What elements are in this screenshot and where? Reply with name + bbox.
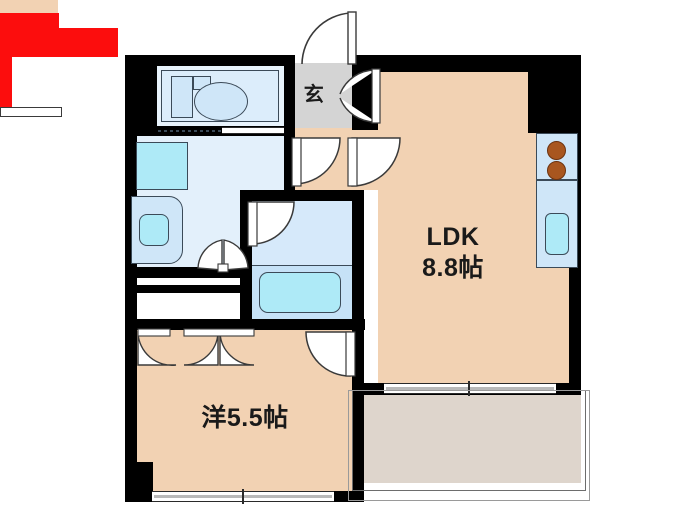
kitchen-sink-basin	[545, 213, 569, 255]
closet-highlight-upper	[0, 13, 59, 28]
wall-bedroom-notch	[125, 462, 153, 502]
bathtub	[259, 272, 341, 313]
wall-ldk-top-void	[378, 55, 528, 72]
front-entry-door-swing[interactable]	[298, 8, 358, 66]
room-floor-ldk	[378, 72, 528, 388]
bedroom-window-center-tick	[242, 489, 244, 504]
toilet-bowl	[194, 82, 248, 121]
bath-door-swing[interactable]	[247, 200, 300, 250]
vanity-sink-basin	[139, 214, 169, 246]
bedroom-closet-door-mid[interactable]	[182, 328, 256, 367]
bedroom-area: 洋5.5帖	[201, 404, 289, 432]
wall-top-left	[125, 55, 295, 66]
wall-genkan-left	[284, 55, 295, 191]
room-floor-balcony	[356, 390, 581, 483]
wall-bath-right	[352, 190, 364, 330]
toilet-tank	[171, 76, 193, 118]
wall-kitchen-right-inner	[576, 55, 581, 395]
ldk-area: 8.8帖	[422, 254, 484, 282]
burner-front-icon	[547, 141, 566, 160]
washroom-folding-door[interactable]	[196, 238, 252, 273]
washing-machine-pan	[136, 142, 188, 190]
wall-bath-top	[240, 190, 364, 201]
genkan-inner-door-swing[interactable]	[336, 68, 382, 124]
balcony-railing-outer	[348, 390, 590, 501]
hall-to-washroom-door-swing[interactable]	[291, 136, 344, 190]
ldk-balcony-window-center-tick	[468, 381, 470, 396]
front-door-panel	[0, 57, 12, 107]
wall-washroom-right	[284, 136, 295, 192]
toilet-door-track	[158, 130, 222, 132]
wall-left-thick-top	[125, 55, 157, 133]
wall-kitchen-upper-void	[528, 55, 576, 133]
wall-washroom-bottom	[125, 267, 252, 278]
toilet-sliding-door[interactable]	[222, 127, 284, 134]
hall-to-ldk-door-swing[interactable]	[347, 136, 404, 190]
wall-closet-band-mid	[125, 285, 252, 293]
ldk-balcony-window-bar	[386, 387, 554, 390]
bedroom-closet-door-left[interactable]	[136, 328, 182, 367]
front-entry-threshold	[0, 107, 62, 117]
burner-rear-icon	[547, 161, 566, 180]
closet-shelf-tan	[0, 0, 58, 13]
wall-closet-band-bottom	[125, 319, 365, 330]
ldk-title: LDK	[426, 223, 480, 251]
closet-highlight-main	[0, 28, 118, 57]
wall-genkan-right	[352, 55, 363, 130]
wall-left-outer	[125, 55, 137, 502]
bedroom-door-swing[interactable]	[298, 330, 356, 380]
genkan-label: 玄	[303, 84, 325, 106]
room-floor-genkan	[294, 63, 352, 128]
